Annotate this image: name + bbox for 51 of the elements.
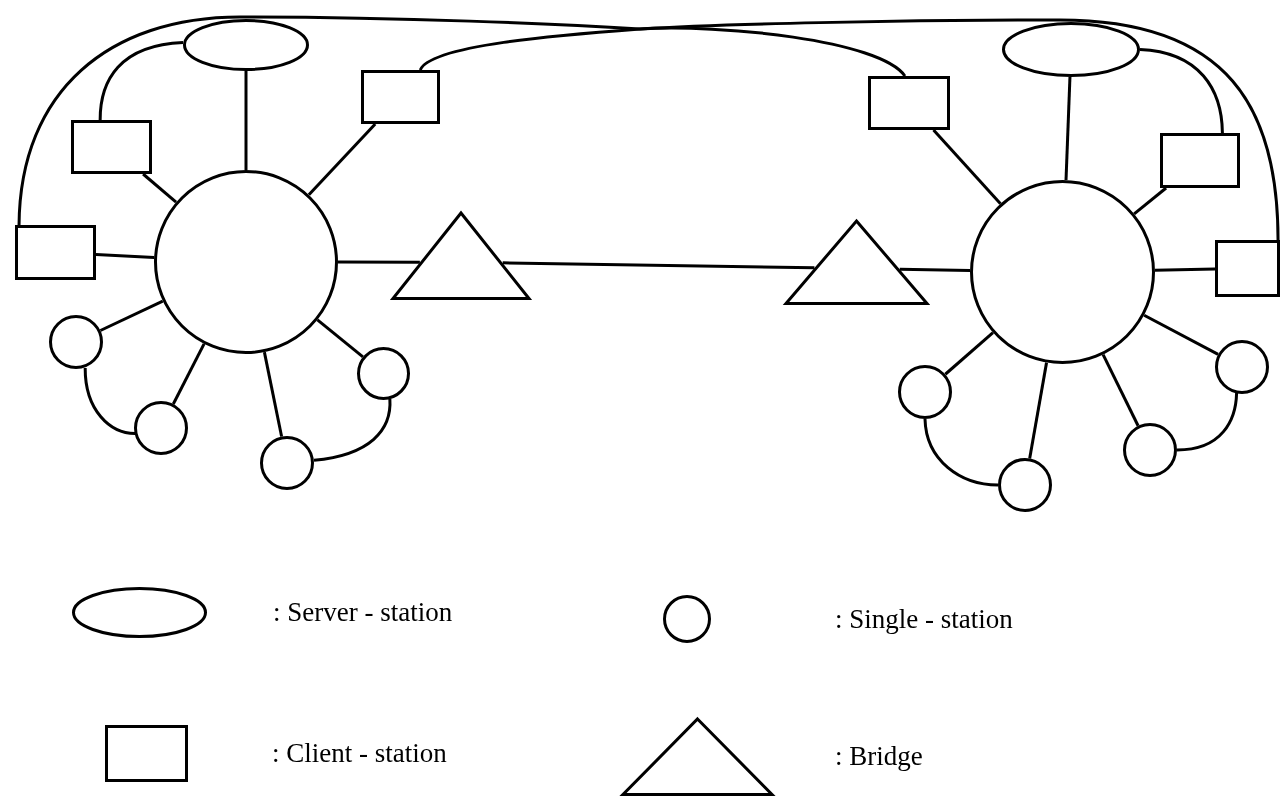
server-ellipse [183,19,309,71]
connection-line [1028,362,1049,459]
station-circle [998,458,1052,512]
connection-line [98,40,184,121]
connection-line [1154,267,1216,272]
connection-line [932,129,1002,205]
legend-label: : Client - station [272,738,447,769]
connection-line [1133,186,1168,216]
legend-label: : Bridge [835,740,923,772]
station-circle [1215,340,1269,394]
connection-line [17,15,1280,241]
station-circle [260,436,314,490]
connection-line [1139,48,1224,134]
legend-label: : Server - station [273,597,453,628]
connection-line [244,71,248,170]
client-box [1215,240,1280,297]
connection-line [316,318,364,358]
legend-label: : Single - station [835,603,1013,635]
station-circle [898,365,952,419]
client-box [361,70,440,124]
client-box [71,120,152,174]
connection-line [1064,76,1072,181]
connection-line [262,351,284,437]
server-ellipse [1002,22,1140,77]
connection-line [899,267,971,272]
connection-line [142,172,178,204]
connection-line [307,122,377,196]
station-circle [49,315,103,369]
client-box [1160,133,1240,188]
connection-line [944,331,994,376]
connection-line [502,261,815,270]
connection-line [83,367,137,435]
station-circle [970,180,1155,364]
station-circle [154,170,338,354]
connection-line [338,260,420,264]
connection-line [923,418,999,487]
connection-line [99,299,164,332]
connection-line [419,26,906,78]
client-box [15,225,96,280]
client-box [868,76,950,130]
station-circle [134,401,188,455]
bridge-triangle [390,210,532,300]
connection-line [171,343,206,405]
connection-line [1101,354,1140,427]
bridge-triangle [783,218,930,305]
connection-line [313,398,392,462]
connection-line [95,253,155,259]
connection-line [1143,313,1219,356]
station-circle [1123,423,1177,477]
station-circle [357,347,410,400]
connection-line [1176,392,1239,452]
